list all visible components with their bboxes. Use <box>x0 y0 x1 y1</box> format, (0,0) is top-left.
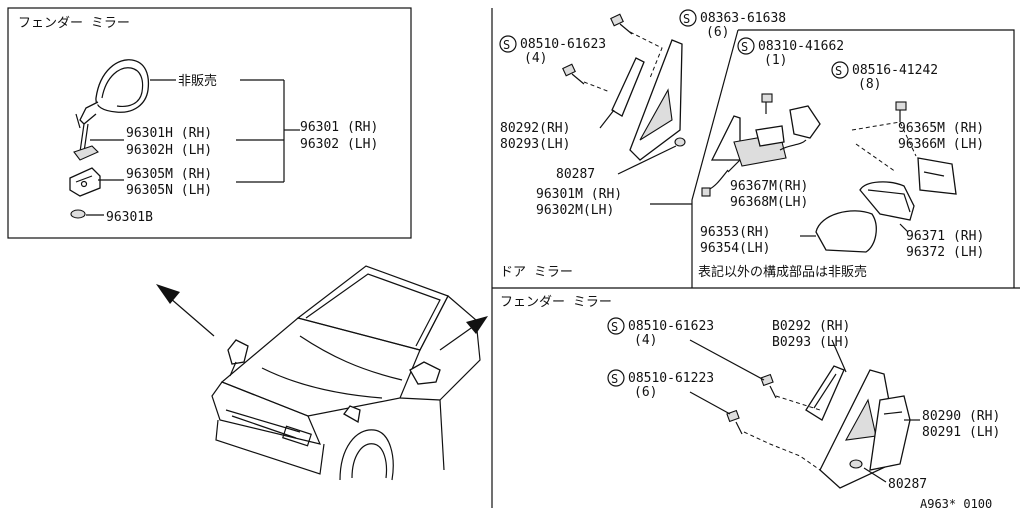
part-80290: 80290 (RH) <box>922 409 1000 424</box>
part-80287-door: 80287 <box>556 167 595 182</box>
door-mirror-base-drawing <box>611 39 686 161</box>
s-mark-icon: S <box>741 40 748 54</box>
part-96365M: 96365M (RH) <box>898 121 984 136</box>
s-bolt-08510: S <box>499 35 517 53</box>
not-sold-note: 表記以外の構成部品は非販売 <box>698 264 867 280</box>
part-96305N: 96305N (LH) <box>126 183 212 198</box>
s-bolt-08363: S <box>679 9 697 27</box>
bolt-08510-fender-qty: (4) <box>634 333 657 348</box>
part-96368M: 96368M(LH) <box>730 195 808 210</box>
part-96354: 96354(LH) <box>700 241 770 256</box>
s-bolt-08510b: S <box>607 369 625 387</box>
bolt-08516: 08516-41242 <box>852 63 938 78</box>
mirror-housing-drawing <box>815 181 915 253</box>
part-96302H: 96302H (LH) <box>126 143 212 158</box>
not-sold-label: 非販売 <box>178 73 217 89</box>
part-96371: 96371 (RH) <box>906 229 984 244</box>
part-96305M: 96305M (RH) <box>126 167 212 182</box>
part-80293: 80293(LH) <box>500 137 570 152</box>
part-96301B: 96301B <box>106 210 153 225</box>
bolt-08363: 08363-61638 <box>700 11 786 26</box>
fender-mirror-parts-drawing <box>726 365 911 489</box>
fender-mirror-assembly-drawing <box>69 59 150 219</box>
bolt-08510: 08510-61623 <box>520 37 606 52</box>
s-mark-icon: S <box>683 12 690 26</box>
bolt-08310: 08310-41662 <box>758 39 844 54</box>
part-96367M: 96367M(RH) <box>730 179 808 194</box>
part-B0292: B0292 (RH) <box>772 319 850 334</box>
part-96301M: 96301M (RH) <box>536 187 622 202</box>
part-80287-fender: 80287 <box>888 477 927 492</box>
bolt-08310-qty: (1) <box>764 53 787 68</box>
bolt-08516-qty: (8) <box>858 77 881 92</box>
s-mark-icon: S <box>835 64 842 78</box>
part-96366M: 96366M (LH) <box>898 137 984 152</box>
door-mirror-bolts-drawing <box>562 13 907 122</box>
diagram-code: A963* 0100 <box>920 497 992 511</box>
part-B0293: B0293 (LH) <box>772 335 850 350</box>
door-mirror-title: ドア ミラー <box>500 265 573 280</box>
bolt-08510-qty: (4) <box>524 51 547 66</box>
part-96302M: 96302M(LH) <box>536 203 614 218</box>
car-illustration <box>156 265 488 481</box>
part-80292: 80292(RH) <box>500 121 570 136</box>
inset-title: フェンダー ミラー <box>18 16 130 31</box>
fender-mirror-title: フェンダー ミラー <box>500 295 612 310</box>
part-96301H: 96301H (RH) <box>126 126 212 141</box>
s-bolt-08510-fender: S <box>607 317 625 335</box>
s-mark-icon: S <box>611 372 618 386</box>
mirror-actuator-drawing <box>701 105 821 197</box>
mirror-glass-drawing <box>917 157 957 195</box>
s-bolt-08516: S <box>831 61 849 79</box>
part-96372: 96372 (LH) <box>906 245 984 260</box>
bolt-08510-fender: 08510-61623 <box>628 319 714 334</box>
part-96301: 96301 (RH) <box>300 120 378 135</box>
s-mark-icon: S <box>611 320 618 334</box>
bolt-08510b: 08510-61223 <box>628 371 714 386</box>
s-bolt-08310: S <box>737 37 755 55</box>
part-96353: 96353(RH) <box>700 225 770 240</box>
door-mirror-subframe <box>738 29 1015 288</box>
part-96302: 96302 (LH) <box>300 137 378 152</box>
s-mark-icon: S <box>503 38 510 52</box>
bolt-08510b-qty: (6) <box>634 385 657 400</box>
fender-mirror-inset-frame <box>7 7 412 239</box>
part-80291: 80291 (LH) <box>922 425 1000 440</box>
bolt-08363-qty: (6) <box>706 25 729 40</box>
